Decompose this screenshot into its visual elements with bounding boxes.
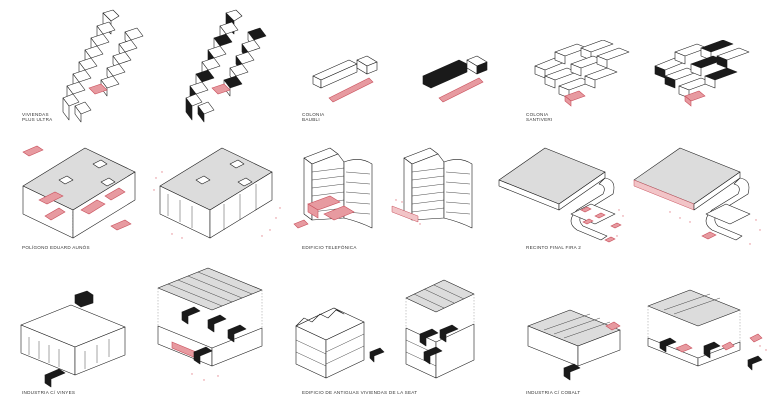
poligono-axonometric bbox=[22, 145, 136, 239]
label-industria-vinyes: INDUSTRIA C/ VINYES bbox=[22, 390, 76, 395]
viviendas-axonometric bbox=[62, 9, 144, 123]
colonia-santiveri-axonometric-highlight bbox=[654, 40, 750, 107]
telefonica-axonometric bbox=[293, 147, 373, 229]
industria-cobalt-exploded bbox=[647, 289, 767, 371]
colonia-baubli-axonometric bbox=[312, 55, 378, 103]
viviendas-axonometric-highlight bbox=[185, 9, 267, 123]
label-poligono-eduard-aunos: POLÍGONO EDUARD AUNÓS bbox=[22, 245, 90, 250]
antiguas-viviendas-axonometric bbox=[295, 307, 385, 379]
colonia-santiveri-axonometric bbox=[534, 40, 630, 107]
industria-vinyes-axonometric bbox=[20, 290, 126, 388]
recinto-fira-axonometric bbox=[498, 147, 624, 243]
industria-vinyes-exploded bbox=[157, 267, 263, 381]
colonia-baubli-axonometric-highlight bbox=[422, 55, 488, 103]
poligono-axonometric-plain bbox=[153, 147, 281, 239]
antiguas-viviendas-exploded bbox=[405, 279, 475, 379]
industria-cobalt-axonometric bbox=[527, 309, 621, 381]
label-edificio-antiguas-viviendas: EDIFICIO DE ANTIGUAS VIVIENDAS DE LA SEA… bbox=[302, 390, 418, 395]
label-industria-cobalt: INDUSTRIA C/ COBALT bbox=[526, 390, 581, 395]
label-edificio-telefonica: EDIFICIO TELEFÓNICA bbox=[302, 245, 357, 250]
telefonica-axonometric-plain bbox=[391, 147, 473, 229]
recinto-fira-axonometric-plain bbox=[633, 147, 761, 245]
label-recinto-final-fira: RECINTO FINAL FIRA 2 bbox=[526, 245, 582, 250]
